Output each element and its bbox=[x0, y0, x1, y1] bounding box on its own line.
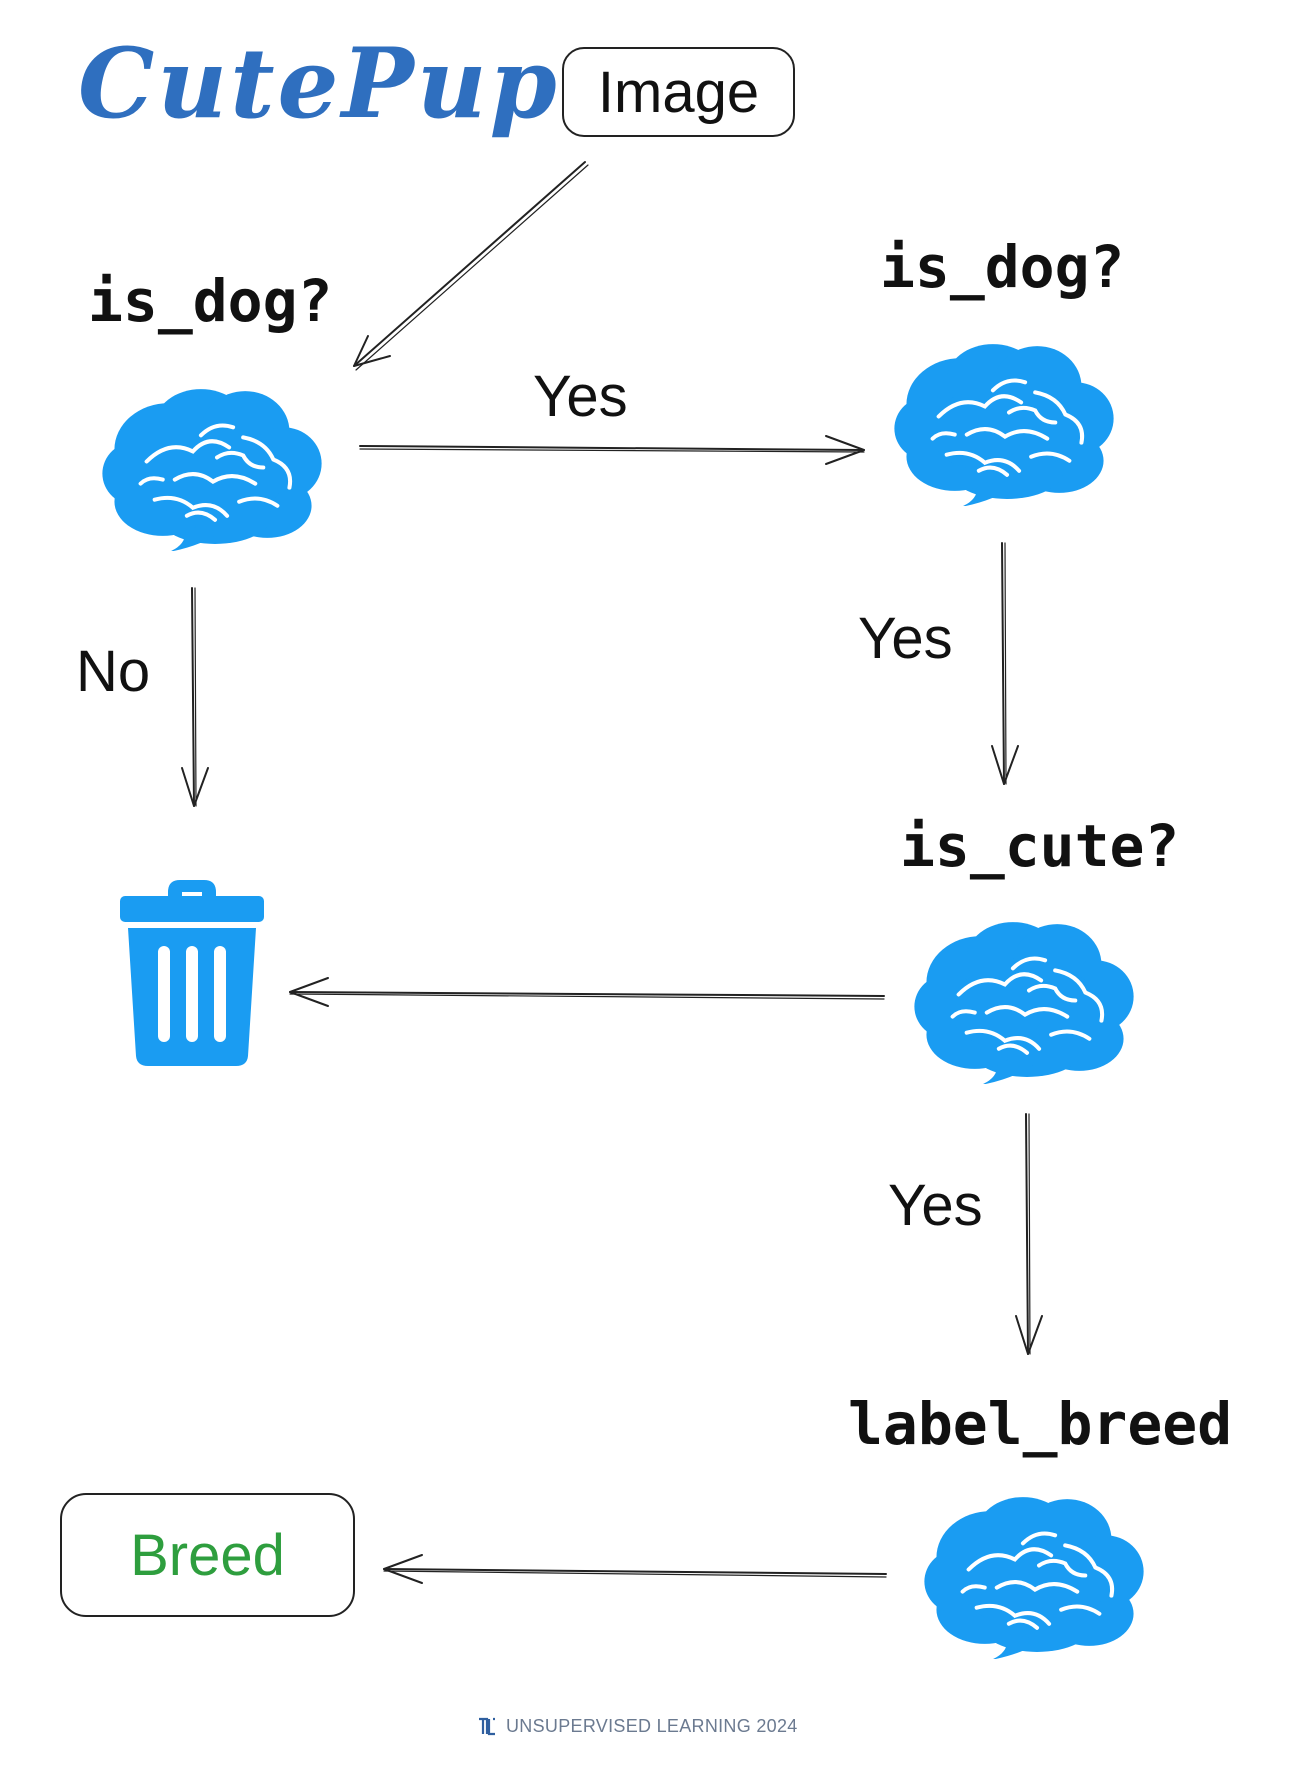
arrow-is-dog-2-to-is-cute bbox=[991, 542, 1019, 785]
is-cute-label: is_cute? bbox=[900, 812, 1180, 880]
label-breed-label: label_breed bbox=[848, 1390, 1233, 1458]
diagram-title: CutePup bbox=[78, 27, 560, 140]
breed-output-box: Breed bbox=[60, 1493, 355, 1617]
is-dog-label-1: is_dog? bbox=[88, 267, 333, 335]
arrow-is-dog-1-to-trash bbox=[181, 587, 209, 807]
breed-label: Breed bbox=[130, 1522, 285, 1588]
ul-logo-icon bbox=[479, 1717, 495, 1736]
image-label: Image bbox=[597, 59, 760, 125]
edge-label-yes-3: Yes bbox=[888, 1173, 983, 1238]
arrow-label-breed-to-breed bbox=[383, 1554, 887, 1584]
brain-icon bbox=[894, 344, 1114, 506]
brain-icon bbox=[102, 389, 322, 551]
edge-label-yes-1: Yes bbox=[533, 364, 628, 429]
footer: UNSUPERVISED LEARNING 2024 bbox=[476, 1715, 798, 1737]
brain-icon bbox=[924, 1497, 1144, 1659]
arrow-is-dog-1-to-is-dog-2 bbox=[359, 435, 865, 465]
edge-label-no: No bbox=[76, 639, 151, 704]
footer-text: UNSUPERVISED LEARNING 2024 bbox=[506, 1716, 798, 1736]
image-input-box: Image bbox=[562, 47, 795, 137]
brain-icon bbox=[914, 922, 1134, 1084]
arrow-image-to-is-dog-1 bbox=[353, 161, 589, 371]
arrow-is-cute-to-label-breed bbox=[1015, 1113, 1043, 1355]
is-dog-label-2: is_dog? bbox=[880, 233, 1125, 301]
edge-label-yes-2: Yes bbox=[858, 606, 953, 671]
trash-icon bbox=[120, 880, 264, 1066]
arrow-is-cute-to-trash bbox=[289, 977, 885, 1007]
